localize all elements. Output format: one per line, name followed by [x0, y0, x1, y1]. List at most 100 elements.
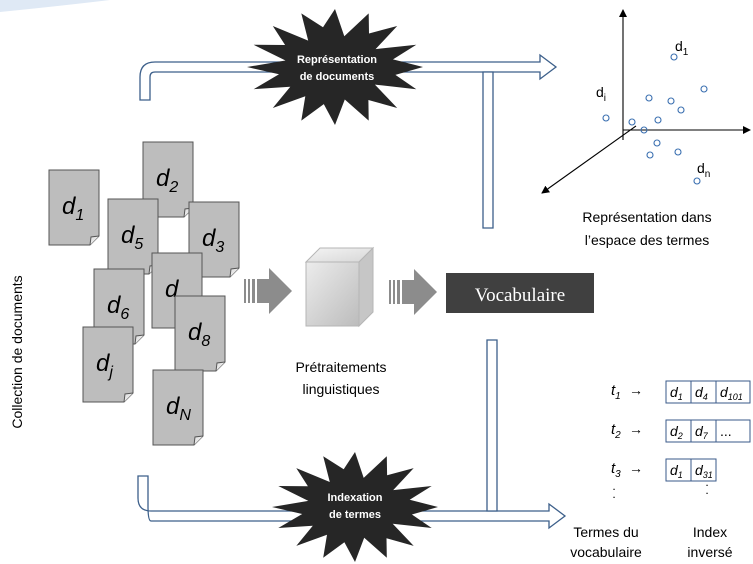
- posting-cell: [690, 458, 717, 482]
- posting-label-sub: 2: [677, 431, 683, 441]
- vector-point-label-2-base: d: [596, 84, 604, 100]
- vector-point: [602, 114, 610, 122]
- posting-label-base: d: [720, 384, 729, 400]
- document-label-base: d: [96, 350, 110, 377]
- posting-label-base: d: [695, 423, 704, 439]
- vector-point: [628, 118, 636, 126]
- document-label-sub: 8: [201, 333, 210, 350]
- process-arrow-2: [389, 269, 437, 315]
- page-fold-icon: [89, 235, 100, 246]
- term-label: t2: [611, 421, 621, 441]
- terms-caption-line1: Termes du: [573, 524, 638, 540]
- ellipsis-dot: .: [705, 483, 708, 497]
- document-label-sub: N: [179, 407, 191, 424]
- burst-indexation-line2: de termes: [329, 509, 381, 521]
- posting-label: d7: [695, 423, 709, 441]
- posting-label-sub: 1: [678, 470, 683, 480]
- vector-point: [700, 85, 708, 93]
- document-label-sub: 3: [215, 239, 224, 256]
- corner-decoration: [0, 0, 110, 12]
- vector-point: [670, 53, 678, 61]
- posting-label-sub: 31: [703, 470, 713, 480]
- vector-point-label-1: d1: [675, 38, 689, 58]
- vector-space-points: [602, 53, 708, 185]
- burst-indexation-line1: Indexation: [327, 492, 382, 504]
- document-label-base: d: [166, 393, 180, 420]
- posting-label-sub: 101: [728, 392, 743, 402]
- arrow-icon: →: [629, 460, 643, 476]
- vector-point-label-2-sub: i: [604, 93, 606, 104]
- document-7: d8: [174, 295, 226, 372]
- terms-caption-line2: vocabulaire: [570, 544, 642, 560]
- preprocessing-label-line1: Prétraitements: [295, 359, 386, 375]
- term-label: t1: [611, 382, 621, 402]
- page-fold-icon: [229, 267, 240, 278]
- posting-label-base: ...: [720, 423, 732, 439]
- vector-space-axes: [541, 9, 751, 194]
- vector-space-caption-line2: l’espace des termes: [585, 232, 710, 248]
- vector-point: [667, 97, 675, 105]
- ellipsis-dot: .: [612, 487, 615, 501]
- arrow-icon: →: [629, 421, 643, 437]
- document-label: d5: [121, 222, 143, 253]
- term-label-sub: 1: [615, 391, 621, 402]
- vector-space-caption-line1: Représentation dans: [582, 209, 711, 225]
- vector-point: [640, 126, 648, 134]
- burst-indexation: Indexation de termes: [272, 452, 438, 562]
- vocabulary-box: [446, 273, 594, 313]
- document-label-base: d: [107, 292, 121, 319]
- document-8: dj: [82, 326, 134, 403]
- document-label: dN: [166, 393, 191, 424]
- posting-cell: [715, 419, 751, 443]
- posting-label-base: d: [670, 384, 679, 400]
- posting-label-sub: 4: [703, 392, 708, 402]
- document-6: d6: [93, 268, 145, 345]
- document-label: d2: [156, 165, 178, 196]
- posting-label-base: d: [670, 462, 679, 478]
- document-label-base: d: [188, 319, 202, 346]
- vector-point-label-3: dn: [697, 160, 710, 180]
- posting-label: d101: [720, 384, 743, 402]
- ellipsis-dot: .: [705, 475, 708, 489]
- posting-label: d1: [670, 384, 683, 402]
- vector-point: [653, 139, 661, 147]
- page-fold-icon: [215, 361, 226, 372]
- document-label-base: d: [156, 165, 170, 192]
- vector-point: [677, 106, 685, 114]
- posting-label: d1: [670, 462, 683, 480]
- collection-label: Collection de documents: [9, 275, 25, 428]
- burst-representation: Représentation de documents: [247, 9, 423, 125]
- page-fold-icon: [134, 334, 145, 345]
- document-label: d6: [107, 292, 129, 323]
- vector-point-label-2: di: [596, 84, 606, 104]
- document-label-base: d: [62, 193, 76, 220]
- document-label-sub: 6: [120, 306, 129, 323]
- posting-label: d2: [670, 423, 683, 441]
- posting-label-sub: 7: [703, 431, 709, 441]
- vector-point: [646, 151, 654, 159]
- posting-label: d4: [695, 384, 708, 402]
- preprocessing-label-line2: linguistiques: [302, 381, 379, 397]
- term-label-sub: 3: [615, 469, 621, 480]
- vector-point-label-3-sub: n: [705, 169, 711, 180]
- vector-point: [654, 116, 662, 124]
- posting-label: d31: [695, 462, 713, 480]
- term-label-sub: 2: [614, 430, 621, 441]
- vector-point: [693, 177, 701, 185]
- vector-point: [645, 94, 653, 102]
- posting-label-sub: 1: [678, 392, 683, 402]
- index-caption-line1: Index: [693, 524, 727, 540]
- document-label-base: d: [202, 225, 216, 252]
- burst-representation-line2: de documents: [300, 71, 375, 83]
- process-arrow-1: [244, 268, 292, 314]
- burst-representation-line1: Représentation: [297, 54, 377, 66]
- document-label: d3: [202, 225, 224, 256]
- posting-label-base: d: [670, 423, 679, 439]
- term-label: t3: [611, 460, 621, 480]
- vector-point-label-1-base: d: [675, 38, 683, 54]
